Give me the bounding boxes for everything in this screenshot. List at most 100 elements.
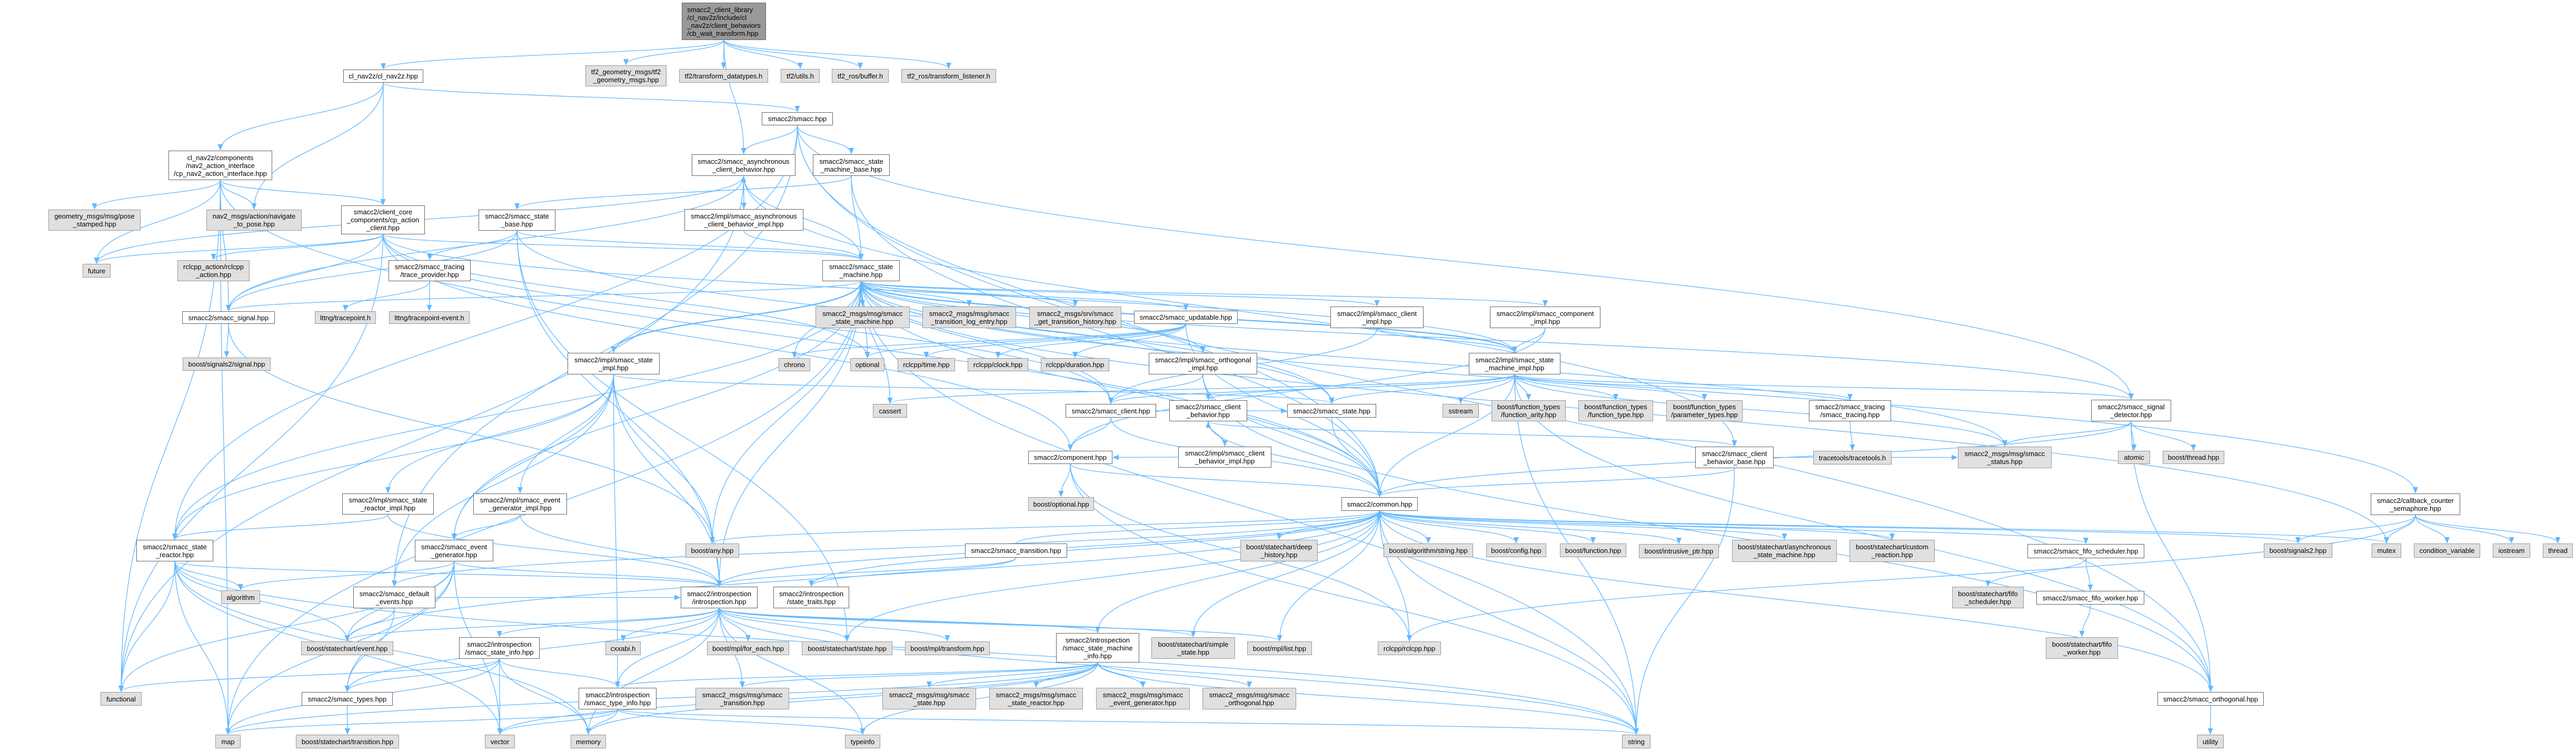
graph-node-async-cb[interactable]: smacc2/smacc_asynchronous _client_behavi… — [692, 154, 795, 176]
dependency-edge-state_base-to-sc_state — [516, 230, 850, 641]
dependency-edge-cl_nav2z-to-smacc_hpp — [383, 82, 800, 112]
dependency-edge-state_machine-to-state_reactor — [172, 281, 862, 540]
dependency-edge-introspection-to-sc_event — [344, 608, 720, 641]
graph-node-sc-fifo-worker: boost/statechart/fifo _worker.hpp — [2046, 637, 2118, 659]
graph-node-label: boost/thread.hpp — [2167, 453, 2220, 461]
graph-node-msg-state: smacc2_msgs/msg/smacc _state.hpp — [882, 688, 976, 709]
graph-node-label: memory — [576, 737, 601, 746]
dependency-edge-component-to-common — [1070, 463, 1383, 497]
graph-node-label: iostream — [2498, 547, 2525, 555]
graph-node-label: smacc2/impl/smacc_orthogonal _impl.hpp — [1155, 355, 1251, 372]
dependency-edge-state_machine-to-string — [860, 281, 1639, 735]
graph-node-label: smacc2_msgs/msg/smacc _status.hpp — [1964, 449, 2045, 466]
graph-node-label: sstream — [1448, 407, 1473, 415]
graph-node-client-impl[interactable]: smacc2/impl/smacc_client _impl.hpp — [1330, 307, 1424, 328]
graph-node-smacc-hpp[interactable]: smacc2/smacc.hpp — [762, 112, 833, 125]
dependency-edge-cp_action_client-to-smacc_signal — [226, 234, 384, 311]
graph-node-component-impl[interactable]: smacc2/impl/smacc_component _impl.hpp — [1490, 307, 1600, 328]
graph-node-smacc-transition[interactable]: smacc2/smacc_transition.hpp — [965, 544, 1067, 558]
graph-node-typeinfo: typeinfo — [845, 735, 880, 748]
dependency-edge-state_base-to-trace_provider — [427, 230, 518, 260]
graph-node-root[interactable]: smacc2_client_library /cl_nav2z/include/… — [682, 3, 766, 40]
dependency-edge-state_reactor-to-map — [174, 561, 231, 735]
graph-node-signal-detector[interactable]: smacc2/smacc_signal _detector.hpp — [2091, 400, 2171, 421]
dependency-edge-introspection-to-mpl_transform — [719, 608, 950, 641]
graph-node-sm-impl[interactable]: smacc2/impl/smacc_state _machine_impl.hp… — [1469, 353, 1560, 374]
dependency-edge-smacc_hpp-to-async_cb — [741, 125, 798, 154]
graph-node-event-generator-impl[interactable]: smacc2/impl/smacc_event _generator_impl.… — [473, 493, 567, 515]
graph-node-tf2-listener: tf2_ros/transform_listener.h — [901, 69, 996, 83]
graph-node-fifo-scheduler[interactable]: smacc2/smacc_fifo_scheduler.hpp — [2027, 544, 2144, 558]
graph-node-state-base[interactable]: smacc2/smacc_state _base.hpp — [479, 210, 555, 231]
dependency-edge-introspection-to-cxxabi — [620, 608, 720, 641]
graph-node-label: utility — [2202, 737, 2219, 746]
graph-node-orthogonal[interactable]: smacc2/smacc_orthogonal.hpp — [2157, 692, 2264, 706]
graph-node-component[interactable]: smacc2/component.hpp — [1028, 451, 1112, 464]
dependency-edge-introspection-to-sc_state — [719, 608, 850, 641]
graph-node-label: smacc2/smacc_default _events.hpp — [359, 589, 430, 606]
graph-node-cp-nav2[interactable]: cl_nav2z/components /nav2_action_interfa… — [168, 151, 272, 180]
graph-node-label: string — [1628, 737, 1645, 746]
graph-node-callback-counter[interactable]: smacc2/callback_counter _semaphore.hpp — [2371, 493, 2460, 515]
dependency-edge-common-to-boost_any — [710, 510, 1380, 544]
graph-node-label: smacc2/smacc_state.hpp — [1293, 407, 1370, 415]
graph-node-state-traits[interactable]: smacc2/introspection /state_traits.hpp — [773, 587, 849, 608]
graph-node-mpl-transform: boost/mpl/transform.hpp — [905, 641, 990, 655]
graph-node-state-reactor-impl[interactable]: smacc2/impl/smacc_state _reactor_impl.hp… — [342, 493, 434, 515]
dependency-edge-introspection-to-mpl_list — [719, 608, 1282, 641]
graph-node-msg-sm: smacc2_msgs/msg/smacc _state_machine.hpp — [815, 307, 910, 328]
graph-node-event-generator[interactable]: smacc2/smacc_event _generator.hpp — [415, 540, 493, 561]
graph-node-state-impl[interactable]: smacc2/impl/smacc_state _impl.hpp — [568, 353, 660, 374]
graph-node-state-machine[interactable]: smacc2/smacc_state _machine.hpp — [822, 260, 900, 281]
graph-node-introspection[interactable]: smacc2/introspection /introspection.hpp — [681, 587, 758, 608]
graph-node-signals2: boost/signals2.hpp — [2264, 544, 2332, 558]
dependency-edge-trace_provider-to-lttng_tp — [343, 281, 430, 311]
graph-node-smacc-signal[interactable]: smacc2/smacc_signal.hpp — [182, 311, 275, 324]
graph-node-cp-action-client[interactable]: smacc2/client_core _components/cp_action… — [341, 205, 425, 234]
graph-node-label: condition_variable — [2419, 547, 2475, 555]
graph-node-sm-info[interactable]: smacc2/introspection /smacc_state_machin… — [1056, 633, 1139, 663]
graph-node-rclcpp-action: rclcpp_action/rclcpp _action.hpp — [177, 260, 250, 281]
graph-node-sm-base[interactable]: smacc2/smacc_state _machine_base.hpp — [813, 154, 890, 176]
dependency-edge-sm_info-to-map — [225, 662, 1098, 735]
graph-node-smacc-types[interactable]: smacc2/smacc_types.hpp — [302, 692, 393, 706]
graph-node-orthogonal-impl[interactable]: smacc2/impl/smacc_orthogonal _impl.hpp — [1149, 353, 1257, 374]
graph-node-cl-nav2z[interactable]: cl_nav2z/cl_nav2z.hpp — [343, 70, 423, 83]
graph-node-label: smacc2/smacc_types.hpp — [307, 695, 387, 703]
graph-node-state-info[interactable]: smacc2/introspection /smacc_state_info.h… — [459, 637, 540, 659]
graph-node-state-reactor[interactable]: smacc2/smacc_state _reactor.hpp — [136, 540, 213, 561]
dependency-edge-callback_counter-to-thread — [2415, 515, 2561, 544]
dependency-edge-common-to-simple_state — [1190, 510, 1380, 637]
graph-node-fifo-worker[interactable]: smacc2/smacc_fifo_worker.hpp — [2036, 591, 2144, 605]
graph-node-label: boost/intrusive_ptr.hpp — [1644, 547, 1714, 555]
dependency-edge-component-to-rclcpp — [1070, 463, 1412, 641]
graph-node-client-behavior[interactable]: smacc2/smacc_client _behavior.hpp — [1169, 400, 1247, 421]
dependency-edge-component-to-string — [1070, 463, 1639, 735]
dependency-edge-state_machine-to-component_impl — [860, 281, 1548, 307]
graph-node-common[interactable]: smacc2/common.hpp — [1341, 497, 1418, 511]
dependency-edge-event_generator-to-functional — [118, 561, 455, 692]
graph-node-cb-base[interactable]: smacc2/smacc_client _behavior_base.hpp — [1695, 447, 1774, 468]
dependency-edge-state_info-to-type_info — [499, 658, 620, 688]
graph-node-smacc-tracing[interactable]: smacc2/smacc_tracing /smacc_tracing.hpp — [1809, 400, 1891, 421]
graph-node-label: boost/signals2/signal.hpp — [188, 360, 265, 368]
dependency-edge-smacc_signal-to-signals2_signal — [224, 323, 230, 358]
graph-node-default-events[interactable]: smacc2/smacc_default _events.hpp — [353, 587, 435, 608]
graph-node-cb-impl[interactable]: smacc2/impl/smacc_client _behavior_impl.… — [1178, 447, 1271, 468]
graph-node-label: smacc2/impl/smacc_state _machine_impl.hp… — [1475, 355, 1554, 372]
graph-node-smacc-state[interactable]: smacc2/smacc_state.hpp — [1287, 404, 1376, 418]
graph-node-smacc-client[interactable]: smacc2/smacc_client.hpp — [1066, 404, 1156, 418]
graph-node-label: boost/statechart/transition.hpp — [301, 737, 394, 746]
graph-node-label: smacc2/smacc_updatable.hpp — [1139, 313, 1232, 321]
dependency-edge-cp_nav2-to-functional — [118, 180, 221, 692]
graph-node-type-info[interactable]: smacc2/introspection /smacc_type_info.hp… — [579, 688, 657, 709]
graph-node-tf2-dt: tf2/transform_datatypes.h — [679, 69, 768, 83]
graph-node-label: nav2_msgs/action/navigate _to_pose.hpp — [212, 212, 296, 228]
graph-node-sc-fifo-scheduler: boost/statechart/fifo _scheduler.hpp — [1952, 587, 2024, 608]
graph-node-label: smacc2/smacc_state _machine_base.hpp — [819, 157, 883, 173]
dependency-edge-event_generator-to-introspection — [453, 561, 722, 587]
graph-node-async-cb-impl[interactable]: smacc2/impl/smacc_asynchronous _client_b… — [684, 209, 803, 231]
graph-node-trace-provider[interactable]: smacc2/smacc_tracing /trace_provider.hpp — [389, 260, 471, 281]
graph-node-label: smacc2/smacc_state _reactor.hpp — [143, 542, 207, 559]
graph-node-updatable[interactable]: smacc2/smacc_updatable.hpp — [1134, 311, 1238, 324]
